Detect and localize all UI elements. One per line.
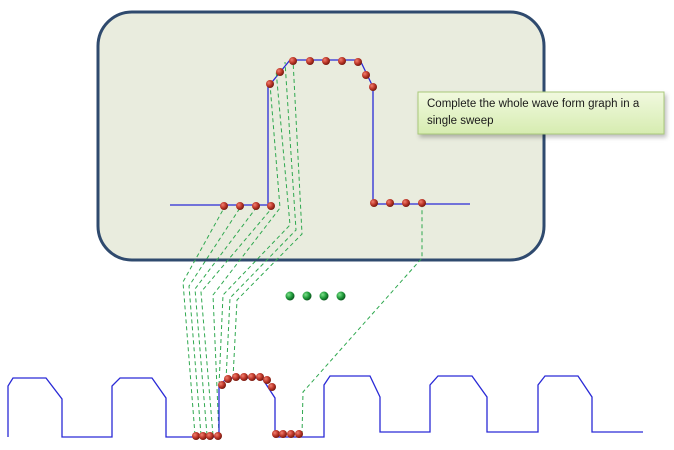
sample-dot (369, 83, 377, 91)
full-waveform-line (7, 375, 643, 438)
sample-dot (232, 373, 240, 381)
guide-line (225, 61, 297, 381)
sample-dot (287, 430, 295, 438)
sample-dot (267, 202, 275, 210)
guide-line (212, 83, 281, 436)
sample-dot (338, 57, 346, 65)
full-sample-dots (192, 373, 303, 440)
sample-dot (224, 375, 232, 383)
sample-dot (402, 199, 410, 207)
sample-dot (218, 381, 226, 389)
sample-dot (295, 430, 303, 438)
ellipsis-dot (319, 291, 329, 301)
sample-dot (199, 432, 207, 440)
green-dots-icon (285, 291, 346, 301)
guide-line (188, 207, 241, 436)
sample-dot (322, 57, 330, 65)
callout-note-text: Complete the whole wave form graph in a … (427, 98, 640, 127)
sample-dot (263, 376, 271, 384)
guide-line (200, 207, 273, 436)
sample-dot (418, 199, 426, 207)
sample-dot (276, 68, 284, 76)
ellipsis-dot (285, 291, 295, 301)
callout-note-box (417, 91, 665, 135)
sampling-guide-lines (182, 59, 423, 436)
sample-dot (362, 71, 370, 79)
sample-dot (240, 373, 248, 381)
sample-dot (214, 432, 222, 440)
sample-dot (268, 383, 276, 391)
sample-dot (279, 430, 287, 438)
sample-dot (256, 373, 264, 381)
sample-dot (248, 373, 256, 381)
sample-dot (252, 202, 260, 210)
sample-dot (220, 202, 228, 210)
sample-dot (370, 199, 378, 207)
zoom-panel (96, 10, 546, 262)
guide-line (218, 69, 291, 386)
sample-dot (386, 199, 394, 207)
sample-dot (206, 432, 214, 440)
sample-dot (354, 58, 362, 66)
guide-line (182, 207, 225, 436)
sample-dot (306, 57, 314, 65)
sample-dot (272, 430, 280, 438)
sample-dot (192, 432, 200, 440)
ellipsis-dot (302, 291, 312, 301)
zoomed-sample-dots (220, 57, 426, 210)
guide-line (301, 207, 423, 436)
sample-dot (289, 57, 297, 65)
sample-dot (236, 202, 244, 210)
ellipsis-dot (336, 291, 346, 301)
sample-dot (266, 80, 274, 88)
